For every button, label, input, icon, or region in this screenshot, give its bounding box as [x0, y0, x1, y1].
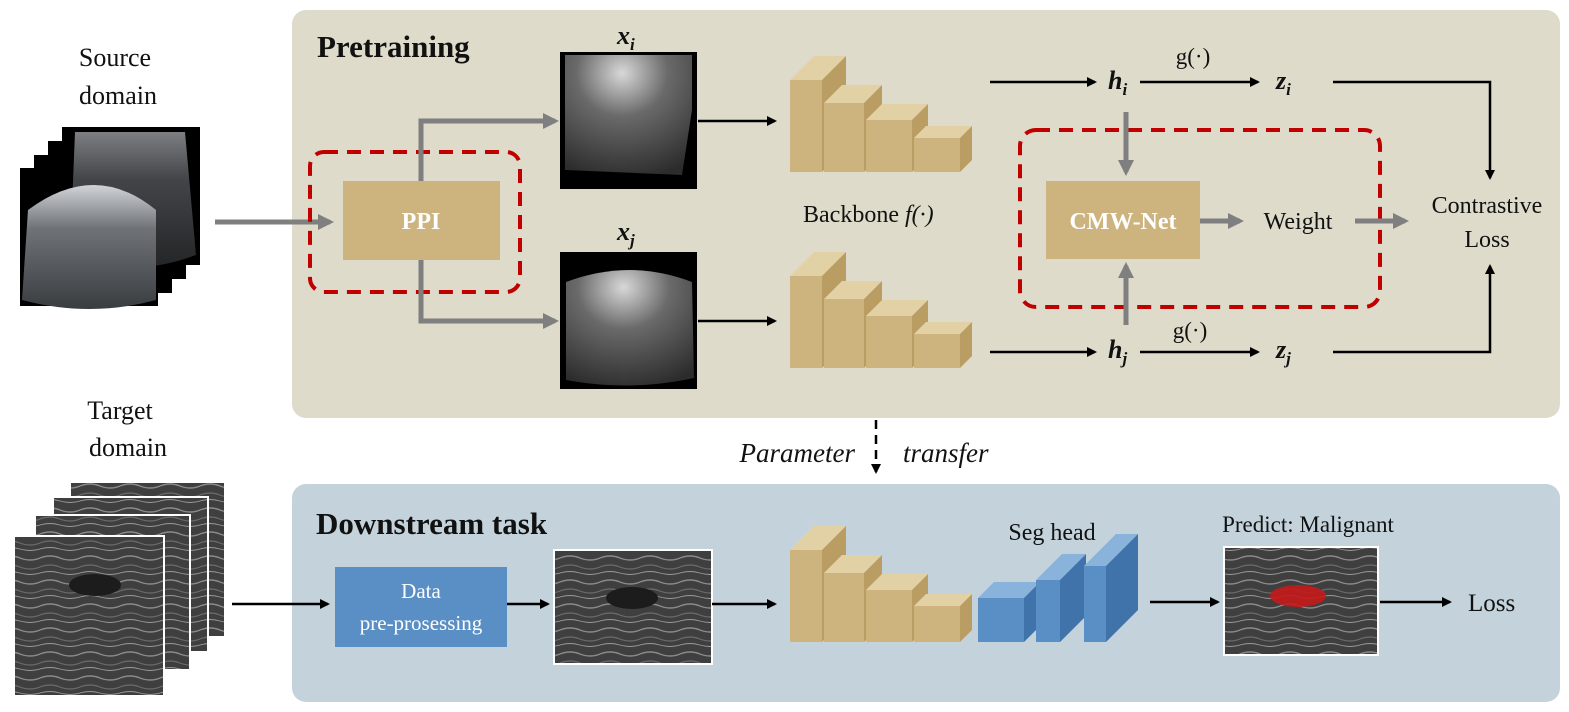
- cmw-net-block: [1046, 181, 1200, 259]
- parameter-label: Parameter: [739, 438, 856, 468]
- lesion-mask: [1270, 585, 1326, 607]
- downstream-title: Downstream task: [316, 506, 548, 541]
- preprocess-label-line1: Data: [401, 579, 441, 603]
- backbone-bottom: [790, 252, 972, 368]
- preprocessed-image: [553, 549, 713, 665]
- ppi-dashed-box: [308, 150, 522, 294]
- ppi-block: [343, 181, 500, 260]
- source-image-stack: [20, 127, 200, 309]
- view-j-image: [560, 252, 697, 389]
- downstream-loss-label: Loss: [1468, 590, 1515, 617]
- ppi-to-view-i-arrow: [418, 113, 559, 181]
- view-j-label: xj: [616, 217, 635, 250]
- ppi-to-view-j-arrow: [418, 260, 559, 329]
- h-j-label: hj: [1108, 335, 1127, 368]
- prediction-image: [1223, 546, 1379, 656]
- downstream-backbone: [790, 526, 972, 642]
- source-domain-label-line1: Source: [79, 43, 151, 72]
- weight-label: Weight: [1264, 209, 1333, 235]
- source-domain-label-line2: domain: [79, 81, 157, 110]
- g-top-label: g(·): [1176, 44, 1210, 69]
- zi-to-loss-arrow: [1333, 80, 1495, 180]
- contrastive-loss-label-line2: Loss: [1464, 227, 1509, 253]
- backbone-label: Backbone f(·): [803, 202, 934, 228]
- preprocess-block: [335, 567, 507, 647]
- view-i-label: xi: [616, 21, 635, 54]
- backbone-top: [790, 56, 972, 172]
- preprocess-label-line2: pre-prosessing: [360, 611, 483, 635]
- target-domain-label-line2: domain: [89, 433, 167, 462]
- predict-label: Predict: Malignant: [1222, 512, 1394, 537]
- g-bottom-label: g(·): [1173, 318, 1207, 343]
- z-i-label: zi: [1275, 66, 1291, 99]
- z-j-label: zj: [1275, 335, 1291, 368]
- target-domain-label-line1: Target: [87, 396, 153, 425]
- h-i-label: hi: [1108, 66, 1127, 99]
- pretraining-title: Pretraining: [317, 29, 470, 64]
- view-i-image: [560, 52, 697, 189]
- cmw-net-label: CMW-Net: [1069, 209, 1176, 235]
- ppi-label: PPI: [402, 209, 441, 235]
- seg-head-label: Seg head: [1008, 520, 1095, 546]
- transfer-label: transfer: [903, 438, 989, 468]
- seg-head-blocks: [978, 534, 1138, 642]
- contrastive-loss-label-line1: Contrastive: [1432, 193, 1543, 219]
- target-image-stack: [13, 481, 226, 697]
- zj-to-loss-arrow: [1333, 264, 1495, 354]
